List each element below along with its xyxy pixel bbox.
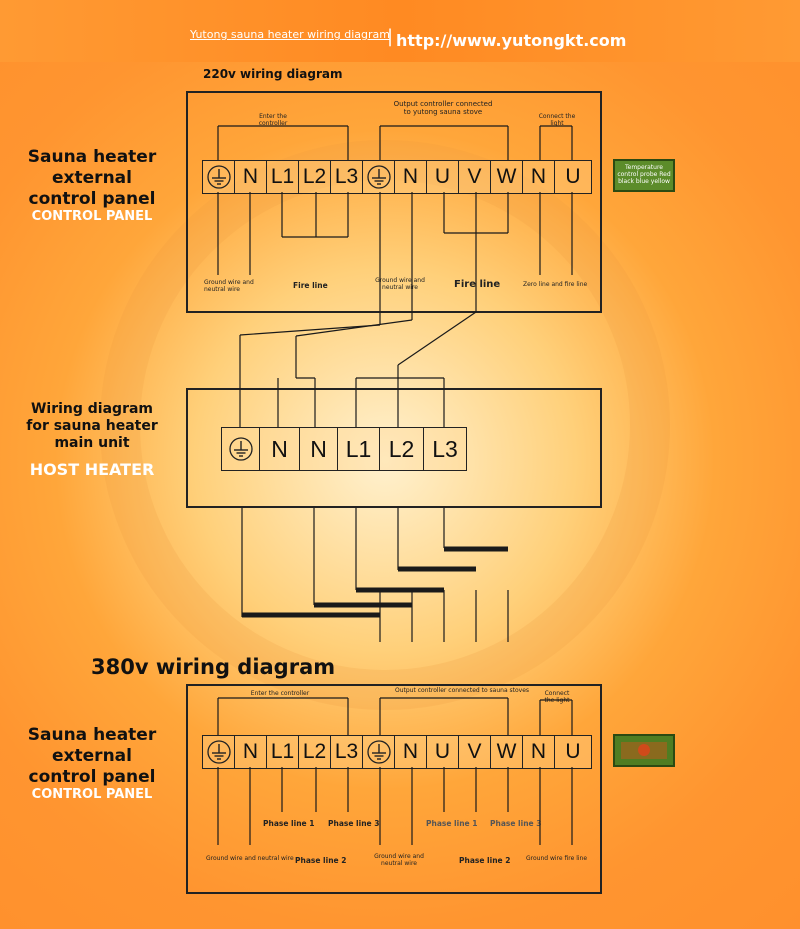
terminal-ground-icon (203, 736, 235, 768)
terminal-w: W (491, 161, 523, 193)
terminal-u: U (427, 161, 459, 193)
terminal-block-host: N N L1 L2 L3 (221, 427, 467, 471)
wire-line (239, 324, 381, 336)
note-enter-controller: Enter the controller (250, 690, 310, 697)
terminal-l1: L1 (267, 161, 299, 193)
terminal-l1: L1 (338, 428, 380, 470)
terminal-ground-icon (363, 736, 395, 768)
terminal-l2: L2 (299, 736, 331, 768)
terminal-n: N (395, 161, 427, 193)
side-title-host: Wiring diagram for sauna heater main uni… (26, 401, 158, 451)
label-ground-fire-line: Ground wire fire line (526, 855, 588, 862)
temperature-probe-icon (613, 734, 675, 767)
label-ground-neutral: Ground wire and neutral wire (375, 277, 425, 291)
terminal-u: U (565, 165, 581, 188)
label-fire-line: Fire line (454, 279, 501, 290)
side-sub-host: HOST HEATER (29, 460, 155, 479)
terminal-v: V (459, 161, 491, 193)
terminal-n: N (523, 161, 555, 193)
terminal-ground-icon (203, 161, 235, 193)
label-phase-line-3: Phase line 3 (328, 819, 380, 828)
note-output-controller: Output controller connected to yutong sa… (393, 100, 493, 116)
header-separator: | (387, 26, 394, 47)
side-title-220v: Sauna heater external control panel (27, 147, 157, 209)
terminal-u: U (565, 740, 581, 763)
control-panel-380v (186, 684, 602, 894)
wire-line (397, 311, 477, 366)
label-zero-fire-line: Zero line and fire line (523, 281, 588, 288)
wire-line (295, 319, 413, 337)
terminal-l3: L3 (432, 435, 458, 462)
header-url[interactable]: http://www.yutongkt.com (396, 31, 627, 50)
header-subtitle: Yutong sauna heater wiring diagram (190, 28, 390, 41)
terminal-l3: L3 (331, 736, 363, 768)
terminal-n: N (235, 161, 267, 193)
temperature-probe-tag: Temperature control probe Red black blue… (613, 159, 675, 192)
terminal-u: U (427, 736, 459, 768)
terminal-l2: L2 (380, 428, 424, 470)
terminal-ground-icon (222, 428, 260, 470)
side-sub-380v: CONTROL PANEL (31, 787, 153, 802)
label-phase-line-1: Phase line 1 (263, 819, 315, 828)
terminal-v: V (459, 736, 491, 768)
label-phase-line-1: Phase line 1 (426, 819, 478, 828)
terminal-l2: L2 (299, 161, 331, 193)
terminal-n: N (260, 428, 300, 470)
terminal-ground-icon (363, 161, 395, 193)
side-title-380v: Sauna heater external control panel (27, 725, 157, 787)
label-phase-line-2: Phase line 2 (459, 856, 511, 865)
label-phase-line-3: Phase line 3 (490, 819, 542, 828)
section-title-220v: 220v wiring diagram (203, 67, 343, 81)
label-fire-line: Fire line (293, 281, 328, 290)
terminal-l1: L1 (267, 736, 299, 768)
terminal-block-220v: N L1 L2 L3 N U V W N U (202, 160, 592, 194)
side-sub-220v: CONTROL PANEL (31, 209, 153, 224)
terminal-n: N (300, 428, 338, 470)
terminal-w: W (491, 736, 523, 768)
terminal-l3: L3 (331, 161, 363, 193)
label-ground-neutral: Ground wire and neutral wire (204, 279, 254, 293)
terminal-n: N (235, 736, 267, 768)
label-phase-line-2: Phase line 2 (295, 856, 347, 865)
label-ground-neutral: Ground wire and neutral wire (374, 853, 424, 867)
section-title-380v: 380v wiring diagram (91, 655, 336, 679)
terminal-n: N (395, 736, 427, 768)
note-enter-controller: Enter the controller (258, 113, 288, 127)
header-banner: Yutong sauna heater wiring diagram | htt… (0, 0, 800, 62)
note-output-controller: Output controller connected to sauna sto… (395, 687, 530, 694)
terminal-n: N (523, 736, 555, 768)
label-ground-neutral: Ground wire and neutral wire (206, 855, 294, 862)
note-connect-light: Connect the light (538, 113, 576, 127)
control-panel-220v (186, 91, 602, 313)
host-heater-panel (186, 388, 602, 508)
terminal-block-380v: N L1 L2 L3 N U V W N U (202, 735, 592, 769)
